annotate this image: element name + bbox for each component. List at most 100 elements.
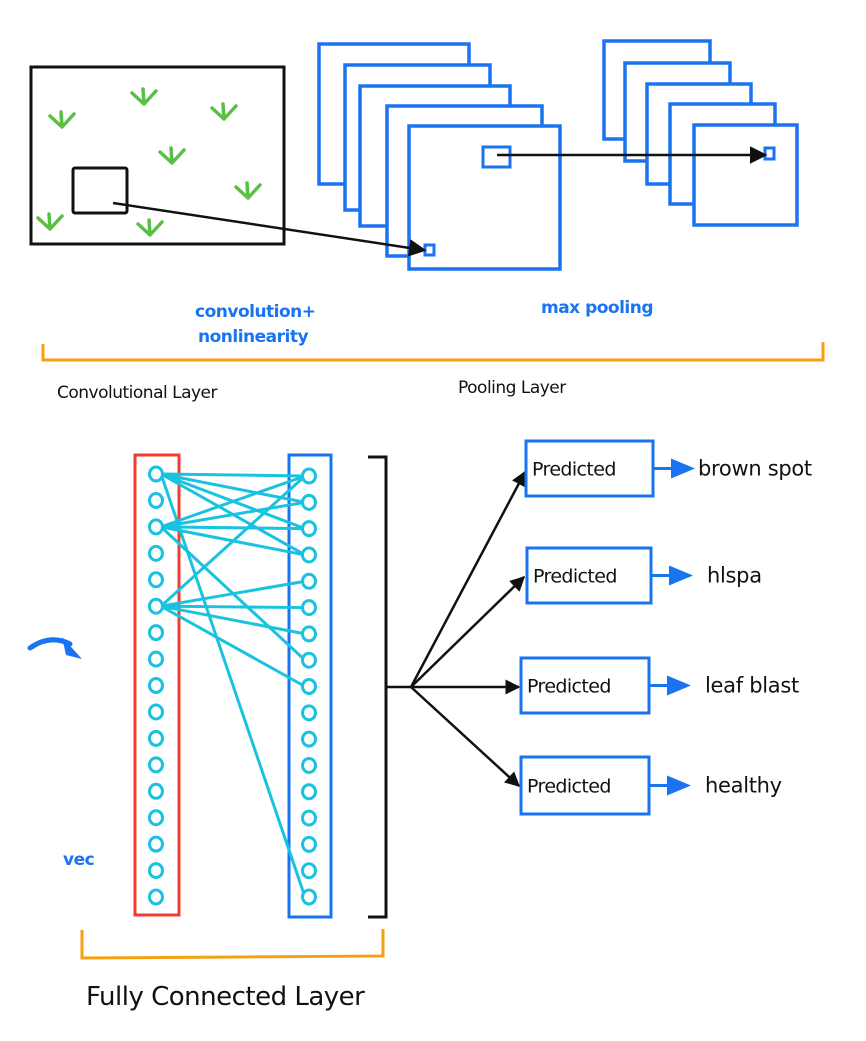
leaf-icon [234,181,262,200]
leaf-icon [136,218,164,237]
pool-input-patch [481,145,512,169]
hidden-node [301,467,317,485]
hidden-node [301,651,317,669]
fc-connection [160,604,306,636]
predicted-box [525,546,653,605]
output-item: Predicted hlspa [410,546,762,688]
input-node [148,571,164,589]
fc-connection [160,472,306,478]
input-node [148,835,164,853]
input-node [148,729,164,747]
output-item: Predicted brown spot [409,439,812,688]
leaf-icon [48,110,76,129]
conv-layer-label: Convolutional Layer [57,383,218,403]
input-node [148,862,164,880]
hidden-node [301,862,317,880]
input-node [148,544,164,562]
hidden-node [301,835,317,853]
predicted-label: Predicted [527,676,611,698]
input-image [29,65,286,246]
fc-connection [159,474,307,608]
class-arrowhead [671,458,695,479]
fc-connection [160,474,306,529]
predicted-label: Predicted [533,566,617,588]
input-node [148,809,164,827]
receptive-field-box [71,166,129,215]
conv-caption-line1: convolution+ [195,302,316,322]
class-arrowhead [667,775,691,796]
output-bracket [368,455,388,919]
input-node [148,491,164,509]
input-image-frame [29,65,286,246]
fc-layer-label: Fully Connected Layer [86,982,365,1012]
hidden-node [301,678,317,695]
fc-connection [160,500,306,529]
input-node [148,703,164,721]
hidden-node [301,546,317,564]
pool-caption: max pooling [541,298,653,318]
predicted-box [519,656,651,715]
hidden-node [301,756,317,774]
hidden-node [301,599,317,617]
pool-feature-map [692,123,799,227]
input-node [148,597,164,615]
predicted-box [519,755,651,816]
input-node [148,518,164,536]
leaf-marks [36,87,262,237]
conv-pool-bracket [41,342,825,362]
leaf-icon [36,212,64,231]
hidden-node [301,888,317,906]
fc-connection [160,472,306,504]
predicted-box [524,439,655,498]
hidden-node [301,730,317,748]
input-node [148,465,164,483]
vector-label: vec [63,850,94,870]
fc-connection [160,604,306,688]
pooling-feature-maps [602,39,799,227]
hidden-node [301,625,317,643]
hidden-node [301,704,317,722]
input-node [148,756,164,774]
class-label: brown spot [698,457,812,481]
fc-connection [160,579,306,608]
input-nodes [148,465,164,906]
output-item: Predicted leaf blast [411,656,799,715]
fc-connection [160,525,306,531]
predicted-label: Predicted [527,776,611,798]
class-arrowhead [669,565,693,586]
input-vector-box [133,453,181,917]
hidden-nodes [301,467,317,906]
conv-caption-line2: nonlinearity [198,327,308,347]
input-node [148,677,164,694]
fc-bracket [80,929,385,960]
fc-connection [159,473,307,898]
input-node [148,650,164,668]
hidden-node [301,572,317,590]
fc-connections [159,472,307,898]
fanout-arrow [409,470,527,688]
hidden-node [301,809,317,827]
leaf-icon [130,87,158,106]
pool-layer-label: Pooling Layer [458,378,566,398]
hidden-node [301,493,317,511]
input-node [148,888,164,906]
input-node [148,782,164,800]
leaf-icon [210,102,238,121]
input-node [148,624,164,642]
hidden-node [301,783,317,801]
flatten-arrowhead [62,637,82,659]
fanout-arrow [410,575,526,688]
class-arrowhead [667,675,691,696]
hidden-vector-box [287,453,333,919]
class-label: hlspa [707,564,762,588]
convolution-feature-maps [317,42,562,271]
predicted-label: Predicted [532,459,616,481]
leaf-icon [158,146,186,165]
fanout-arrow [410,686,521,788]
conv-arrow [112,201,427,257]
class-label: leaf blast [705,674,799,698]
fc-connection [160,604,306,610]
